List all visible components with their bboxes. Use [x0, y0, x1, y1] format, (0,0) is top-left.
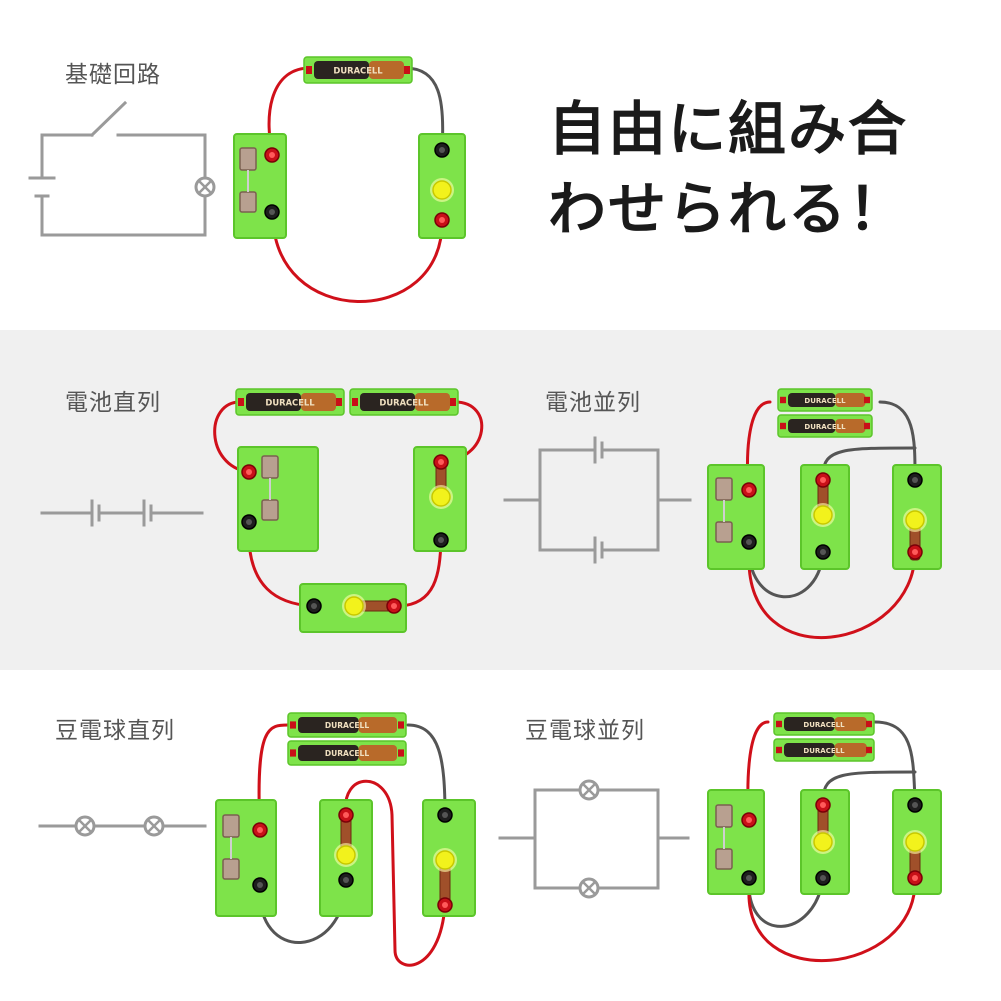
- terminal-icon: [433, 454, 449, 470]
- terminal-icon: [907, 870, 923, 886]
- battery-icon: DURACELL: [777, 414, 873, 438]
- terminal-icon: [338, 872, 354, 888]
- wire-red: [344, 779, 447, 967]
- wire-red: [271, 210, 444, 303]
- terminal-icon: [434, 142, 450, 158]
- wire-gray: [406, 723, 447, 817]
- terminal-icon: [741, 870, 757, 886]
- wire-red: [257, 723, 294, 832]
- lamp-symbol: [578, 877, 600, 899]
- schematic-battery-parallel: [503, 436, 692, 564]
- terminal-icon: [907, 472, 923, 488]
- bulb-icon: [811, 830, 835, 854]
- terminal-icon: [252, 822, 268, 838]
- battery-brand-label: DURACELL: [804, 397, 846, 405]
- wire-red: [747, 880, 917, 963]
- bulb-icon: [811, 503, 835, 527]
- terminal-icon: [815, 472, 831, 488]
- battery-brand-label: DURACELL: [803, 747, 845, 755]
- bulb-icon: [903, 830, 927, 854]
- terminal-icon: [433, 532, 449, 548]
- bulb-icon: [342, 594, 366, 618]
- terminal-icon: [252, 877, 268, 893]
- terminal-icon: [241, 464, 257, 480]
- bulb-icon: [903, 508, 927, 532]
- terminal-icon: [907, 797, 923, 813]
- terminal-icon: [306, 598, 322, 614]
- battery-brand-label: DURACELL: [325, 721, 370, 730]
- switch-icon: [715, 804, 733, 870]
- headline-line-2: わせられる！: [548, 175, 909, 243]
- terminal-icon: [815, 870, 831, 886]
- battery-brand-label: DURACELL: [265, 398, 315, 408]
- bulb-icon: [429, 485, 453, 509]
- section-basic-circuit: [0, 0, 1001, 330]
- wire-gray: [747, 876, 825, 928]
- terminal-icon: [815, 797, 831, 813]
- bulb-icon: [430, 178, 454, 202]
- lamp-symbol: [74, 815, 96, 837]
- label-basic-circuit: 基礎回路: [65, 62, 161, 88]
- battery-icon: DURACELL: [349, 388, 459, 416]
- terminal-icon: [434, 212, 450, 228]
- terminal-icon: [907, 544, 923, 560]
- schematic-bulb-parallel: [498, 779, 690, 899]
- schematic-basic-circuit: [28, 100, 216, 237]
- schematic-battery-series: [40, 499, 204, 527]
- label-battery-parallel: 電池並列: [545, 390, 641, 416]
- switch-icon: [715, 477, 733, 543]
- battery-icon: DURACELL: [777, 388, 873, 412]
- switch-icon: [261, 455, 279, 521]
- switch-icon: [239, 147, 257, 213]
- terminal-icon: [741, 482, 757, 498]
- bulb-icon: [334, 843, 358, 867]
- terminal-icon: [815, 544, 831, 560]
- lamp-symbol: [194, 176, 216, 198]
- lamp-symbol: [143, 815, 165, 837]
- wire-gray: [878, 400, 917, 477]
- terminal-icon: [437, 897, 453, 913]
- terminal-icon: [437, 807, 453, 823]
- terminal-icon: [264, 204, 280, 220]
- bulb-icon: [433, 848, 457, 872]
- wire-red: [747, 550, 917, 640]
- terminal-icon: [264, 147, 280, 163]
- battery-icon: DURACELL: [235, 388, 345, 416]
- headline-line-1: 自由に組み合: [548, 95, 909, 163]
- switch-board: [237, 446, 319, 552]
- wire-gray: [873, 720, 917, 802]
- terminal-icon: [241, 514, 257, 530]
- battery-brand-label: DURACELL: [379, 398, 429, 408]
- terminal-icon: [741, 534, 757, 550]
- battery-brand-label: DURACELL: [804, 423, 846, 431]
- battery-icon: DURACELL: [303, 56, 413, 84]
- battery-icon: DURACELL: [287, 712, 407, 738]
- battery-brand-label: DURACELL: [803, 721, 845, 729]
- wire-red: [213, 400, 250, 474]
- label-bulb-parallel: 豆電球並列: [525, 718, 645, 744]
- schematic-bulb-series: [38, 815, 207, 837]
- battery-icon: DURACELL: [773, 738, 875, 762]
- terminal-icon: [338, 807, 354, 823]
- battery-brand-label: DURACELL: [333, 66, 383, 76]
- switch-icon: [222, 814, 240, 880]
- battery-brand-label: DURACELL: [325, 749, 370, 758]
- lamp-symbol: [578, 779, 600, 801]
- terminal-icon: [386, 598, 402, 614]
- battery-icon: DURACELL: [773, 712, 875, 736]
- battery-icon: DURACELL: [287, 740, 407, 766]
- terminal-icon: [741, 812, 757, 828]
- label-battery-series: 電池直列: [65, 390, 161, 416]
- label-bulb-series: 豆電球直列: [55, 718, 175, 744]
